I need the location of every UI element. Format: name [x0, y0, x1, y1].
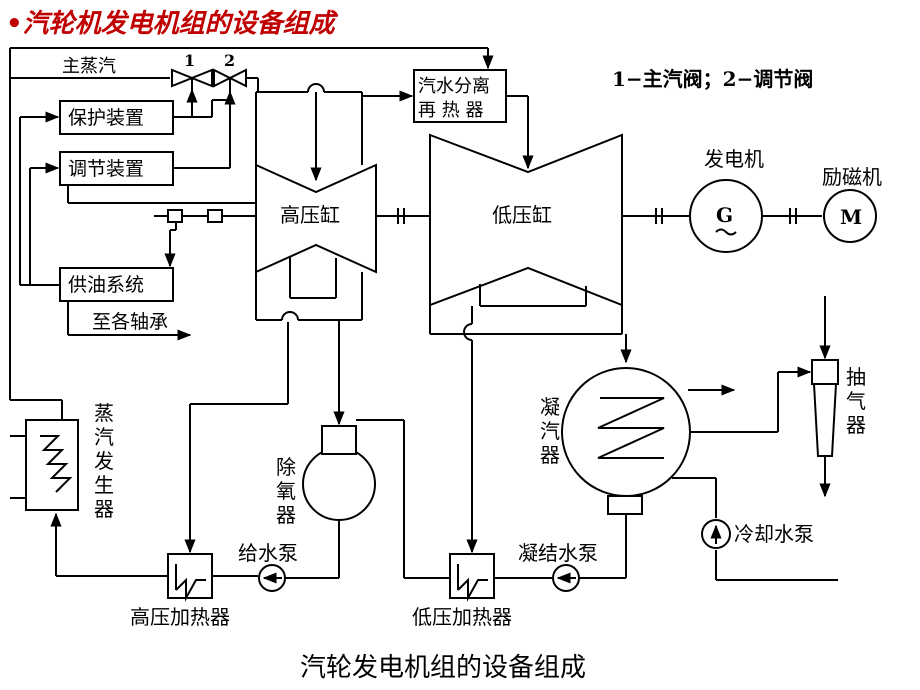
generator-circle	[689, 179, 763, 253]
generator-symbol: G	[716, 203, 733, 227]
valve-legend: 1−主汽阀；2−调节阀	[612, 67, 813, 91]
exciter-circle	[823, 189, 877, 243]
lp-heater-label: 低压加热器	[412, 605, 512, 629]
separator-label-line2: 再 热 器	[418, 100, 483, 121]
hp-cylinder	[255, 83, 414, 321]
exciter-label: 励磁机	[822, 165, 882, 189]
protection-device-label: 保护装置	[68, 107, 144, 129]
valve-1-label: 1	[184, 51, 195, 70]
feed-pump-label: 给水泵	[238, 541, 298, 565]
to-bearings-label: 至各轴承	[92, 311, 168, 333]
condenser-label: 凝汽器	[540, 395, 560, 467]
shaft-couplings	[376, 208, 822, 224]
regulation-device-label: 调节装置	[68, 158, 144, 180]
steam-generator-label: 蒸汽发生器	[94, 401, 114, 521]
deaerator-label: 除氧器	[276, 455, 296, 527]
steam-generator	[10, 419, 79, 576]
oil-system-label: 供油系统	[68, 274, 144, 296]
oil-system-box	[59, 267, 174, 302]
coupling-sensor	[154, 209, 256, 223]
lp-cylinder-label: 低压缸	[492, 203, 552, 227]
condenser	[561, 366, 838, 581]
feed-water-pump	[258, 564, 339, 592]
control-lines	[19, 88, 256, 341]
condensate-pump	[552, 564, 626, 592]
valve-2-label: 2	[224, 51, 235, 70]
cooling-pump-label: 冷却水泵	[734, 522, 814, 546]
lp-cylinder	[429, 133, 632, 364]
main-steam-label: 主蒸汽	[62, 56, 116, 77]
cooling-water-pump	[701, 519, 731, 549]
air-ejector	[811, 296, 839, 498]
generator-label: 发电机	[704, 147, 764, 171]
main-steam-line	[9, 47, 494, 420]
hp-heater-label: 高压加热器	[130, 605, 230, 629]
generator-tilde	[715, 228, 737, 236]
air-ejector-label: 抽气器	[846, 365, 866, 437]
page-title: •汽轮机发电机组的设备组成	[6, 9, 339, 39]
figure-caption: 汽轮发电机组的设备组成	[300, 653, 586, 683]
lp-heater	[356, 340, 552, 602]
separator-reheater-box	[413, 69, 507, 123]
regulation-device-box	[59, 151, 174, 186]
deaerator	[302, 320, 376, 578]
hp-cylinder-label: 高压缸	[280, 203, 340, 227]
exciter-symbol: M	[840, 205, 862, 229]
hp-heater	[56, 322, 289, 602]
condensate-pump-label: 凝结水泵	[518, 541, 598, 565]
separator-label-line1: 汽水分离	[418, 76, 490, 97]
